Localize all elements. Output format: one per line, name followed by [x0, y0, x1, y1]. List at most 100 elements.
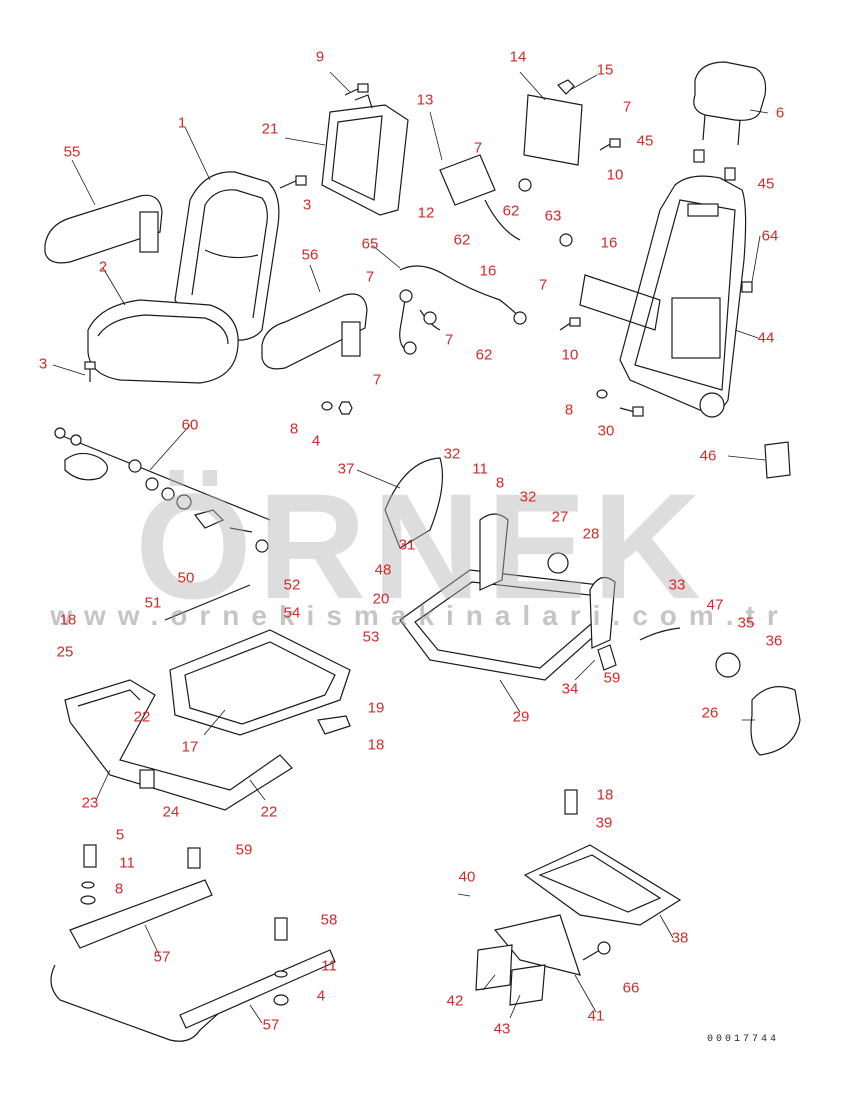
callout-54: 54 — [283, 604, 301, 622]
callout-23: 23 — [81, 794, 99, 812]
callout-53: 53 — [362, 628, 380, 646]
callout-7: 7 — [365, 268, 375, 286]
lower-cover-part — [475, 789, 682, 1006]
callout-8: 8 — [495, 474, 505, 492]
svg-text:ÖRNEK: ÖRNEK — [135, 470, 707, 620]
callout-31: 31 — [398, 536, 416, 554]
seat-mechanism-part — [384, 457, 681, 681]
armrest-right-part — [261, 293, 368, 370]
callout-19: 19 — [367, 699, 385, 717]
watermark-url: www.ornekismakinalari.com.tr — [50, 600, 790, 631]
callout-6: 6 — [775, 104, 785, 122]
callout-57: 57 — [262, 1016, 280, 1034]
callout-11: 11 — [119, 854, 135, 872]
callout-5: 5 — [115, 826, 125, 844]
callout-18: 18 — [59, 611, 77, 629]
callout-32: 32 — [519, 488, 537, 506]
callout-48: 48 — [374, 561, 392, 579]
callout-13: 13 — [416, 91, 434, 109]
callout-17: 17 — [181, 738, 199, 756]
callout-47: 47 — [706, 596, 724, 614]
callout-2: 2 — [98, 258, 108, 276]
callout-7: 7 — [473, 139, 483, 157]
callout-59: 59 — [235, 841, 253, 859]
callout-4: 4 — [316, 987, 326, 1005]
back-cover-part — [321, 94, 409, 216]
callout-16: 16 — [600, 234, 618, 252]
callout-63: 63 — [544, 207, 562, 225]
callout-45: 45 — [636, 132, 654, 150]
callout-7: 7 — [372, 371, 382, 389]
callout-46: 46 — [699, 447, 717, 465]
callout-20: 20 — [372, 590, 390, 608]
callout-37: 37 — [337, 460, 355, 478]
callout-22: 22 — [260, 803, 278, 821]
callout-4: 4 — [311, 432, 321, 450]
callout-50: 50 — [177, 569, 195, 587]
callout-34: 34 — [561, 680, 579, 698]
callout-11: 11 — [472, 460, 488, 478]
slide-assembly-part — [50, 844, 336, 1042]
callout-51: 51 — [144, 594, 162, 612]
callout-58: 58 — [320, 911, 338, 929]
callout-25: 25 — [56, 643, 74, 661]
headrest-part — [693, 61, 767, 146]
callout-57: 57 — [153, 948, 171, 966]
callout-35: 35 — [737, 614, 755, 632]
callout-3: 3 — [302, 196, 312, 214]
callout-52: 52 — [283, 576, 301, 594]
callout-65: 65 — [361, 235, 379, 253]
callout-9: 9 — [315, 48, 325, 66]
callout-8: 8 — [564, 401, 574, 419]
callout-18: 18 — [367, 736, 385, 754]
slide-rail-part — [64, 679, 293, 811]
callout-24: 24 — [162, 803, 180, 821]
callout-26: 26 — [701, 704, 719, 722]
watermark-logo: ÖRNEK — [135, 470, 707, 620]
callout-66: 66 — [622, 979, 640, 997]
callout-7: 7 — [622, 98, 632, 116]
bolt-set-top — [84, 79, 753, 417]
callout-30: 30 — [597, 422, 615, 440]
callout-22: 22 — [133, 708, 151, 726]
callout-1: 1 — [177, 114, 187, 132]
parts-kit-60 — [54, 427, 271, 553]
callout-41: 41 — [587, 1007, 605, 1025]
callout-14: 14 — [509, 48, 527, 66]
wire-harness-part — [399, 94, 583, 355]
callout-44: 44 — [757, 329, 775, 347]
callout-33: 33 — [668, 576, 686, 594]
callout-43: 43 — [493, 1020, 511, 1038]
seat-cushion-part — [87, 299, 239, 384]
callout-15: 15 — [596, 61, 614, 79]
callout-55: 55 — [63, 143, 81, 161]
callout-7: 7 — [444, 331, 454, 349]
callout-59: 59 — [603, 669, 621, 687]
callout-62: 62 — [475, 346, 493, 364]
base-plate-part — [164, 584, 351, 736]
callout-18: 18 — [596, 786, 614, 804]
callout-27: 27 — [551, 508, 569, 526]
side-cover-part — [715, 441, 801, 756]
document-id: 00017744 — [707, 1034, 780, 1045]
callout-8: 8 — [114, 880, 124, 898]
callout-28: 28 — [582, 525, 600, 543]
callout-62: 62 — [502, 202, 520, 220]
callout-7: 7 — [538, 276, 548, 294]
callout-11: 11 — [321, 957, 337, 975]
callout-10: 10 — [561, 346, 579, 364]
callout-36: 36 — [765, 632, 783, 650]
callout-45: 45 — [757, 175, 775, 193]
seat-backrest-part — [174, 171, 280, 341]
leader-lines — [52, 71, 769, 1024]
callout-42: 42 — [446, 992, 464, 1010]
callout-12: 12 — [417, 204, 435, 222]
callout-10: 10 — [606, 166, 624, 184]
callout-40: 40 — [458, 868, 476, 886]
callout-62: 62 — [453, 231, 471, 249]
armrest-left-part — [44, 194, 163, 264]
callout-56: 56 — [301, 246, 319, 264]
callout-64: 64 — [761, 227, 779, 245]
